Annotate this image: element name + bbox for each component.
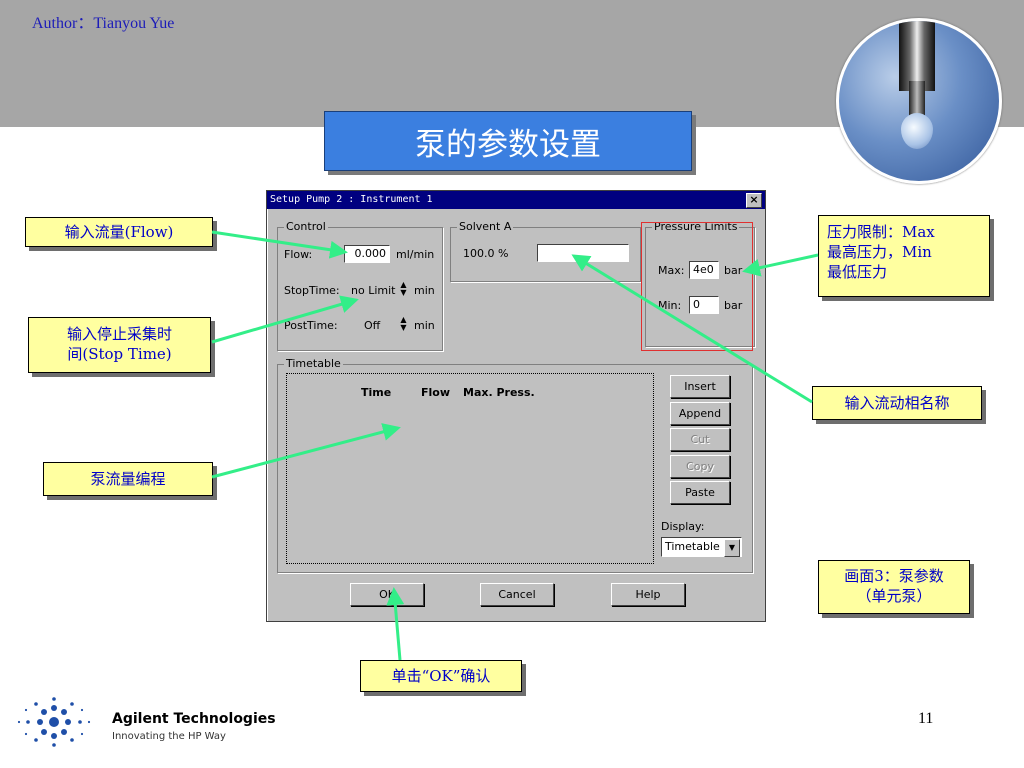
stoptime-value[interactable]: no Limit xyxy=(351,284,396,297)
append-button[interactable]: Append xyxy=(670,402,730,425)
display-label: Display: xyxy=(661,520,705,533)
timetable-col-time: Time xyxy=(361,386,392,399)
display-select[interactable]: Timetable ▼ xyxy=(661,537,742,557)
dialog-titlebar[interactable]: Setup Pump 2 : Instrument 1 × xyxy=(267,191,765,209)
brand-name: Agilent Technologies xyxy=(112,711,276,727)
max-pressure-label: Max: xyxy=(658,264,685,277)
posttime-value[interactable]: Off xyxy=(364,319,381,332)
control-group-label: Control xyxy=(284,220,328,233)
solvent-group-label: Solvent A xyxy=(457,220,514,233)
callout-stop-time: 输入停止采集时 间(Stop Time) xyxy=(28,317,211,373)
help-button[interactable]: Help xyxy=(611,583,685,606)
paste-button[interactable]: Paste xyxy=(670,481,730,504)
max-pressure-unit: bar xyxy=(724,264,743,277)
min-pressure-unit: bar xyxy=(724,299,743,312)
callout-flow: 输入流量(Flow) xyxy=(25,217,213,247)
callout-ok-confirm: 单击“OK”确认 xyxy=(360,660,522,692)
arrow-solvent-name xyxy=(571,254,813,404)
arrow-program xyxy=(211,423,401,479)
callout-screen-3: 画面3：泵参数 （单元泵） xyxy=(818,560,970,614)
insert-button[interactable]: Insert xyxy=(670,375,730,398)
timetable-group: Timetable Time Flow Max. Press. Insert A… xyxy=(277,357,753,573)
control-group: Control Flow: 0.000 ml/min StopTime: no … xyxy=(277,220,443,351)
posttime-unit: min xyxy=(414,319,435,332)
stoptime-label: StopTime: xyxy=(284,284,340,297)
cancel-button[interactable]: Cancel xyxy=(480,583,554,606)
chevron-down-icon[interactable]: ▼ xyxy=(724,539,740,557)
max-pressure-input[interactable]: 4e0 xyxy=(689,261,719,279)
solvent-percent: 100.0 % xyxy=(463,247,509,260)
pressure-limits-group: Pressure Limits Max: 4e0 bar Min: 0 bar xyxy=(645,220,755,347)
stoptime-unit: min xyxy=(414,284,435,297)
posttime-label: PostTime: xyxy=(284,319,338,332)
flow-label: Flow: xyxy=(284,248,313,261)
arrow-flow xyxy=(211,230,348,259)
close-icon[interactable]: × xyxy=(746,193,762,208)
timetable-list[interactable]: Time Flow Max. Press. xyxy=(286,373,654,564)
brand-tagline: Innovating the HP Way xyxy=(112,731,226,742)
flow-input[interactable]: 0.000 xyxy=(344,245,390,263)
pressure-highlight-frame xyxy=(641,222,753,351)
page-number: 11 xyxy=(918,710,934,727)
arrow-pressure xyxy=(742,253,819,277)
pipette-drop-logo xyxy=(836,18,1002,184)
display-selected: Timetable xyxy=(665,540,720,553)
arrow-ok-confirm xyxy=(386,587,405,661)
timetable-col-flow: Flow xyxy=(421,386,451,399)
stoptime-spinner-icon[interactable]: ▲▼ xyxy=(400,280,407,297)
slide-title: 泵的参数设置 xyxy=(324,111,692,171)
cut-button[interactable]: Cut xyxy=(670,428,730,451)
callout-solvent-name: 输入流动相名称 xyxy=(812,386,982,420)
author-label: Author：Tianyou Yue xyxy=(32,15,175,32)
dialog-title: Setup Pump 2 : Instrument 1 xyxy=(270,194,433,205)
posttime-spinner-icon[interactable]: ▲▼ xyxy=(400,315,407,332)
min-pressure-label: Min: xyxy=(658,299,682,312)
timetable-col-maxpress: Max. Press. xyxy=(463,386,535,399)
copy-button[interactable]: Copy xyxy=(670,455,730,478)
callout-program: 泵流量编程 xyxy=(43,462,213,496)
timetable-group-label: Timetable xyxy=(284,357,343,370)
solvent-group: Solvent A 100.0 % xyxy=(450,220,641,282)
callout-pressure: 压力限制：Max 最高压力，Min 最低压力 xyxy=(818,215,990,297)
min-pressure-input[interactable]: 0 xyxy=(689,296,719,314)
pressure-group-label: Pressure Limits xyxy=(652,220,740,233)
arrow-stop-time xyxy=(211,295,359,344)
flow-unit: ml/min xyxy=(396,248,435,261)
agilent-spark-icon xyxy=(17,697,91,747)
